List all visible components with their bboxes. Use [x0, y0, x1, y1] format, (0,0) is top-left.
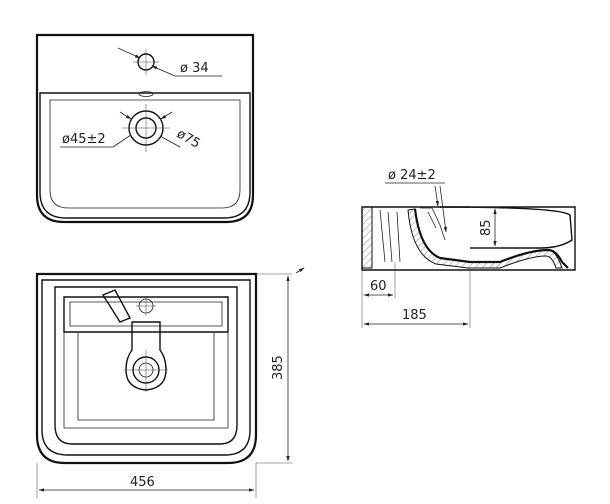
faucet-lever	[101, 289, 131, 323]
section-bowl-profile-inner	[407, 208, 563, 269]
front-view: 385 456	[35, 267, 305, 498]
overflow-diameter-label: ø75	[174, 126, 203, 151]
front-view-basin	[54, 286, 238, 445]
depth-label: 85	[479, 219, 494, 236]
section-body	[361, 206, 576, 271]
front-view-rim	[41, 279, 251, 456]
overflow-channel	[420, 207, 446, 241]
section-rim	[439, 206, 573, 249]
front-view-deck-inner	[69, 301, 223, 327]
section-inner-wall	[379, 209, 401, 263]
width-label: 456	[130, 475, 155, 490]
drain-diameter-label: ø45±2	[62, 132, 106, 147]
section-view: ø 24±2 85 60 185	[361, 168, 576, 328]
section-overflow-diameter-label: ø 24±2	[388, 168, 436, 183]
offset-label: 60	[370, 279, 387, 294]
top-view-outline	[35, 33, 255, 224]
top-view-bowl-outline	[39, 92, 251, 219]
front-view-outline	[35, 272, 258, 465]
section-wall-hatch	[361, 206, 373, 269]
height-label: 385	[271, 355, 286, 380]
top-view: ø 34 ø45±2 ø75	[35, 33, 255, 224]
top-view-bowl-inner	[49, 99, 241, 209]
overflow-slot	[138, 91, 154, 97]
front-view-deck	[63, 296, 229, 333]
tap-hole-diameter-label: ø 34	[180, 61, 209, 76]
projection-label: 185	[402, 308, 427, 323]
